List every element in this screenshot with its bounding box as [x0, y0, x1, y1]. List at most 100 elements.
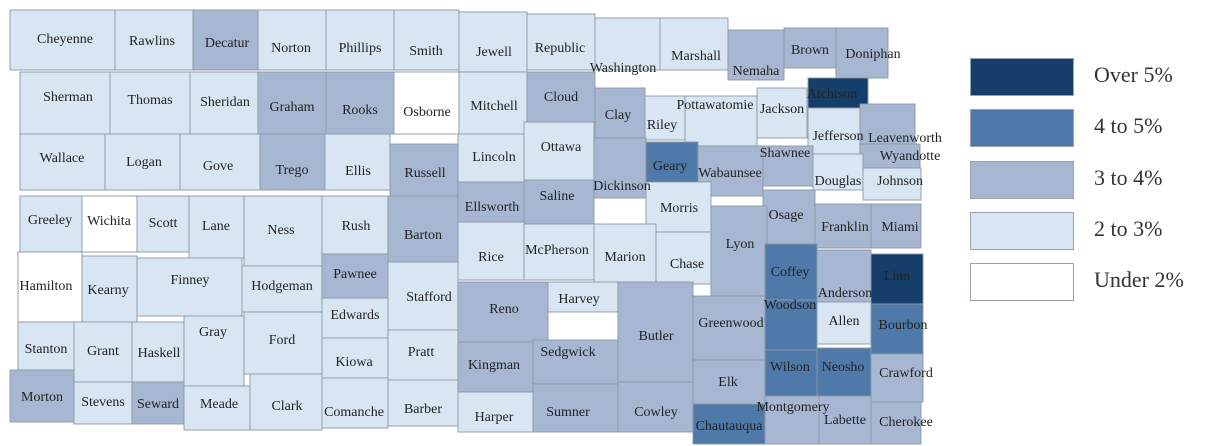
county-label-ford: Ford — [269, 333, 295, 348]
county-label-osborne: Osborne — [403, 105, 450, 120]
county-label-jackson: Jackson — [760, 102, 804, 117]
county-label-dickinson: Dickinson — [593, 179, 651, 194]
county-label-jewell: Jewell — [476, 45, 512, 60]
county-label-atchison: Atchison — [807, 87, 858, 102]
legend-swatch — [970, 212, 1074, 250]
county-phillips — [325, 9, 395, 71]
county-label-wilson: Wilson — [770, 360, 810, 375]
county-label-morton: Morton — [21, 390, 63, 405]
county-grant — [73, 321, 133, 383]
county-smith — [393, 9, 460, 71]
county-harper — [457, 391, 534, 433]
county-neosho — [816, 347, 872, 397]
county-edwards — [321, 297, 389, 339]
county-label-chautauqua: Chautauqua — [696, 419, 764, 434]
county-gove — [179, 133, 261, 191]
legend-item-4-to-5: 4 to 5% — [970, 109, 1210, 149]
county-label-stevens: Stevens — [81, 395, 125, 410]
county-label-sedgwick: Sedgwick — [540, 345, 595, 360]
legend-item-under-2: Under 2% — [970, 263, 1210, 303]
county-greenwood — [692, 295, 766, 361]
county-label-lyon: Lyon — [726, 237, 755, 252]
county-label-scott: Scott — [149, 216, 178, 231]
county-jewell — [458, 11, 528, 73]
county-cloud — [526, 71, 596, 123]
county-label-elk: Elk — [718, 375, 737, 390]
legend-item-2-to-3: 2 to 3% — [970, 212, 1210, 252]
county-butler — [617, 281, 694, 383]
county-label-saline: Saline — [540, 189, 575, 204]
county-haskell — [131, 321, 185, 383]
county-cheyenne — [9, 9, 116, 71]
county-label-rice: Rice — [478, 250, 504, 265]
county-elk — [692, 359, 766, 405]
county-norton — [257, 9, 327, 71]
county-label-montgomery: Montgomery — [756, 400, 829, 415]
county-shawnee — [762, 145, 814, 187]
county-marshall — [659, 17, 729, 71]
county-rawlins — [114, 9, 194, 71]
county-label-cheyenne: Cheyenne — [37, 32, 93, 47]
county-label-pawnee: Pawnee — [333, 267, 377, 282]
county-label-gove: Gove — [203, 159, 233, 174]
county-johnson — [862, 167, 922, 201]
county-label-johnson: Johnson — [877, 174, 923, 189]
legend-swatch — [970, 263, 1074, 301]
county-label-osage: Osage — [769, 208, 804, 223]
county-sheridan — [189, 71, 259, 135]
county-douglas — [812, 153, 864, 191]
county-label-gray: Gray — [199, 325, 227, 340]
county-pottawatomie — [684, 95, 758, 147]
county-label-wabaunsee: Wabaunsee — [698, 166, 761, 181]
county-label-leavenworth: Leavenworth — [868, 131, 942, 146]
county-label-mcpherson: McPherson — [525, 243, 589, 258]
county-label-finney: Finney — [171, 273, 210, 288]
county-kearny — [81, 255, 138, 323]
county-cowley — [617, 381, 694, 433]
legend-label: 3 to 4% — [1094, 165, 1163, 190]
county-saline — [523, 179, 595, 225]
county-label-linn: Linn — [884, 269, 910, 284]
county-trego — [259, 133, 326, 191]
county-wallace — [19, 133, 106, 191]
county-decatur — [192, 9, 259, 71]
county-label-sheridan: Sheridan — [200, 95, 250, 110]
county-label-allen: Allen — [828, 314, 859, 329]
county-label-edwards: Edwards — [331, 308, 380, 323]
county-label-kearny: Kearny — [87, 283, 128, 298]
county-label-marion: Marion — [604, 250, 645, 265]
county-stevens — [73, 381, 133, 425]
legend-label: Over 5% — [1094, 62, 1173, 87]
county-harvey — [547, 281, 619, 313]
county-montgomery — [764, 395, 820, 445]
county-label-rawlins: Rawlins — [129, 34, 175, 49]
county-mcpherson — [523, 223, 595, 281]
county-sherman — [19, 71, 111, 135]
county-label-harvey: Harvey — [558, 292, 599, 307]
county-label-comanche: Comanche — [324, 405, 384, 420]
county-sumner — [532, 383, 619, 433]
county-hamilton — [17, 251, 83, 323]
county-ellis — [324, 133, 391, 191]
county-rooks — [325, 71, 395, 135]
county-allen — [816, 301, 872, 345]
county-kiowa — [321, 337, 389, 379]
county-label-geary: Geary — [653, 159, 687, 174]
legend-item-3-to-4: 3 to 4% — [970, 161, 1210, 201]
county-label-smith: Smith — [409, 44, 442, 59]
county-lincoln — [457, 133, 525, 183]
county-label-neosho: Neosho — [822, 360, 865, 375]
county-comanche — [321, 377, 389, 429]
county-label-barton: Barton — [404, 228, 442, 243]
county-label-rush: Rush — [342, 219, 371, 234]
county-label-hodgeman: Hodgeman — [251, 279, 312, 294]
county-label-rooks: Rooks — [342, 103, 378, 118]
county-label-pottawatomie: Pottawatomie — [677, 98, 754, 113]
county-label-grant: Grant — [87, 344, 119, 359]
county-leavenworth — [859, 103, 916, 145]
county-russell — [389, 143, 459, 197]
county-label-meade: Meade — [200, 397, 238, 412]
county-label-seward: Seward — [137, 397, 179, 412]
county-label-nemaha: Nemaha — [733, 64, 780, 79]
